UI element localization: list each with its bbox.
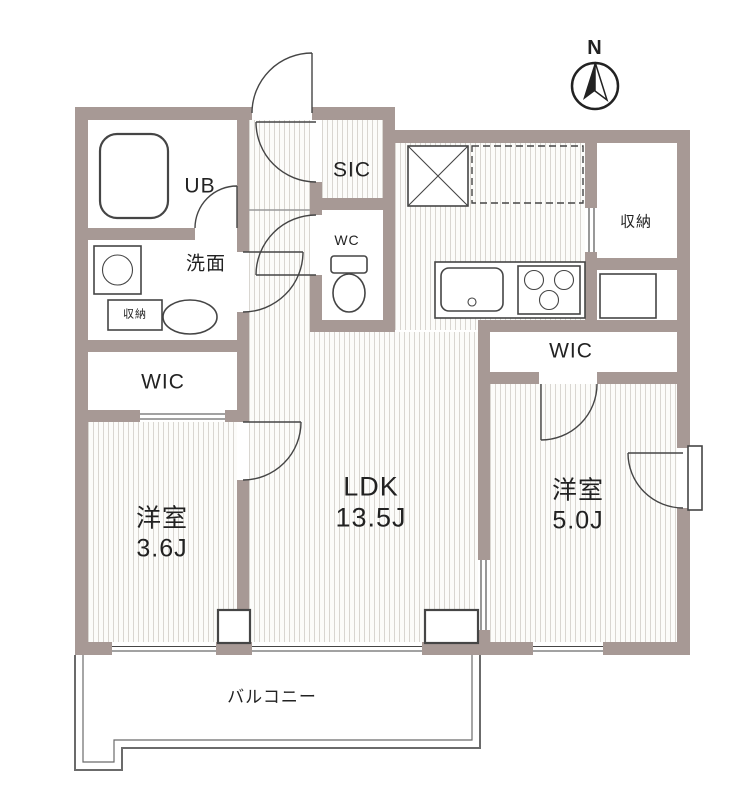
room-floor-wc [322, 210, 383, 320]
wall [225, 410, 237, 422]
window [533, 642, 603, 655]
wall [383, 120, 395, 332]
room-floor-storage-right [597, 143, 677, 258]
compass-icon [570, 61, 620, 111]
room-label-bedroom-left-name: 洋室 [135, 504, 189, 533]
room-floor-bedroom-left [88, 422, 237, 642]
room-label-wc: WC [334, 232, 360, 248]
room-label-sic: SIC [332, 158, 372, 182]
room-floor-kitchen [395, 143, 585, 330]
window [112, 642, 216, 655]
wall [422, 642, 533, 655]
room-floor-wic-left [88, 352, 237, 410]
wall [310, 182, 322, 215]
room-floor-entrance-hall [249, 120, 310, 332]
wall [75, 642, 112, 655]
room-label-wic-right: WIC [549, 339, 593, 363]
wall [75, 107, 88, 655]
wall [310, 320, 395, 332]
balcony-railing [82, 655, 473, 763]
wall [237, 107, 249, 252]
wall [88, 228, 195, 240]
wall [677, 130, 690, 448]
room-floor-sic [322, 120, 383, 198]
wall [585, 252, 597, 332]
wall [585, 143, 597, 208]
wall [383, 130, 690, 143]
room-label-washroom-storage: 収納 [123, 308, 147, 321]
door-arc-entrance [251, 52, 313, 114]
wall [322, 198, 395, 210]
room-label-bedroom-right-name: 洋室 [551, 476, 605, 505]
room-label-unit-bath: UB [184, 174, 216, 198]
sliding-door-wic-left [140, 413, 225, 420]
room-label-ldk-name: LDK [343, 471, 399, 502]
wall [478, 320, 690, 332]
room-label-washroom: 洗面 [185, 253, 227, 275]
wall [312, 107, 395, 120]
wall [478, 630, 490, 655]
balcony-label: バルコニー [227, 687, 317, 707]
wall [478, 320, 490, 560]
room-label-bedroom-right-size: 5.0J [552, 506, 604, 535]
window [252, 642, 422, 655]
wall [310, 275, 322, 332]
room-floor-ldk [249, 332, 478, 642]
door-storage-right [588, 208, 595, 252]
sliding-door-bedroom-right [480, 560, 487, 630]
room-label-ldk-size: 13.5J [335, 502, 407, 533]
wall [585, 258, 690, 270]
wall [237, 312, 249, 422]
wall [75, 107, 252, 120]
wall [88, 410, 140, 422]
room-label-bedroom-left-size: 3.6J [136, 534, 188, 563]
wall [603, 642, 690, 655]
window [677, 445, 703, 511]
wall [88, 340, 237, 352]
wall [677, 508, 690, 655]
wall [490, 372, 539, 384]
wall [597, 372, 690, 384]
room-label-storage-right: 収納 [619, 213, 653, 231]
room-label-wic-left: WIC [141, 370, 185, 394]
wall [237, 480, 249, 655]
balcony-outline [74, 655, 481, 771]
room-floor-pipe-space [597, 270, 677, 320]
compass-north-label: N [587, 37, 603, 59]
room-floor-wic-right [490, 332, 677, 372]
